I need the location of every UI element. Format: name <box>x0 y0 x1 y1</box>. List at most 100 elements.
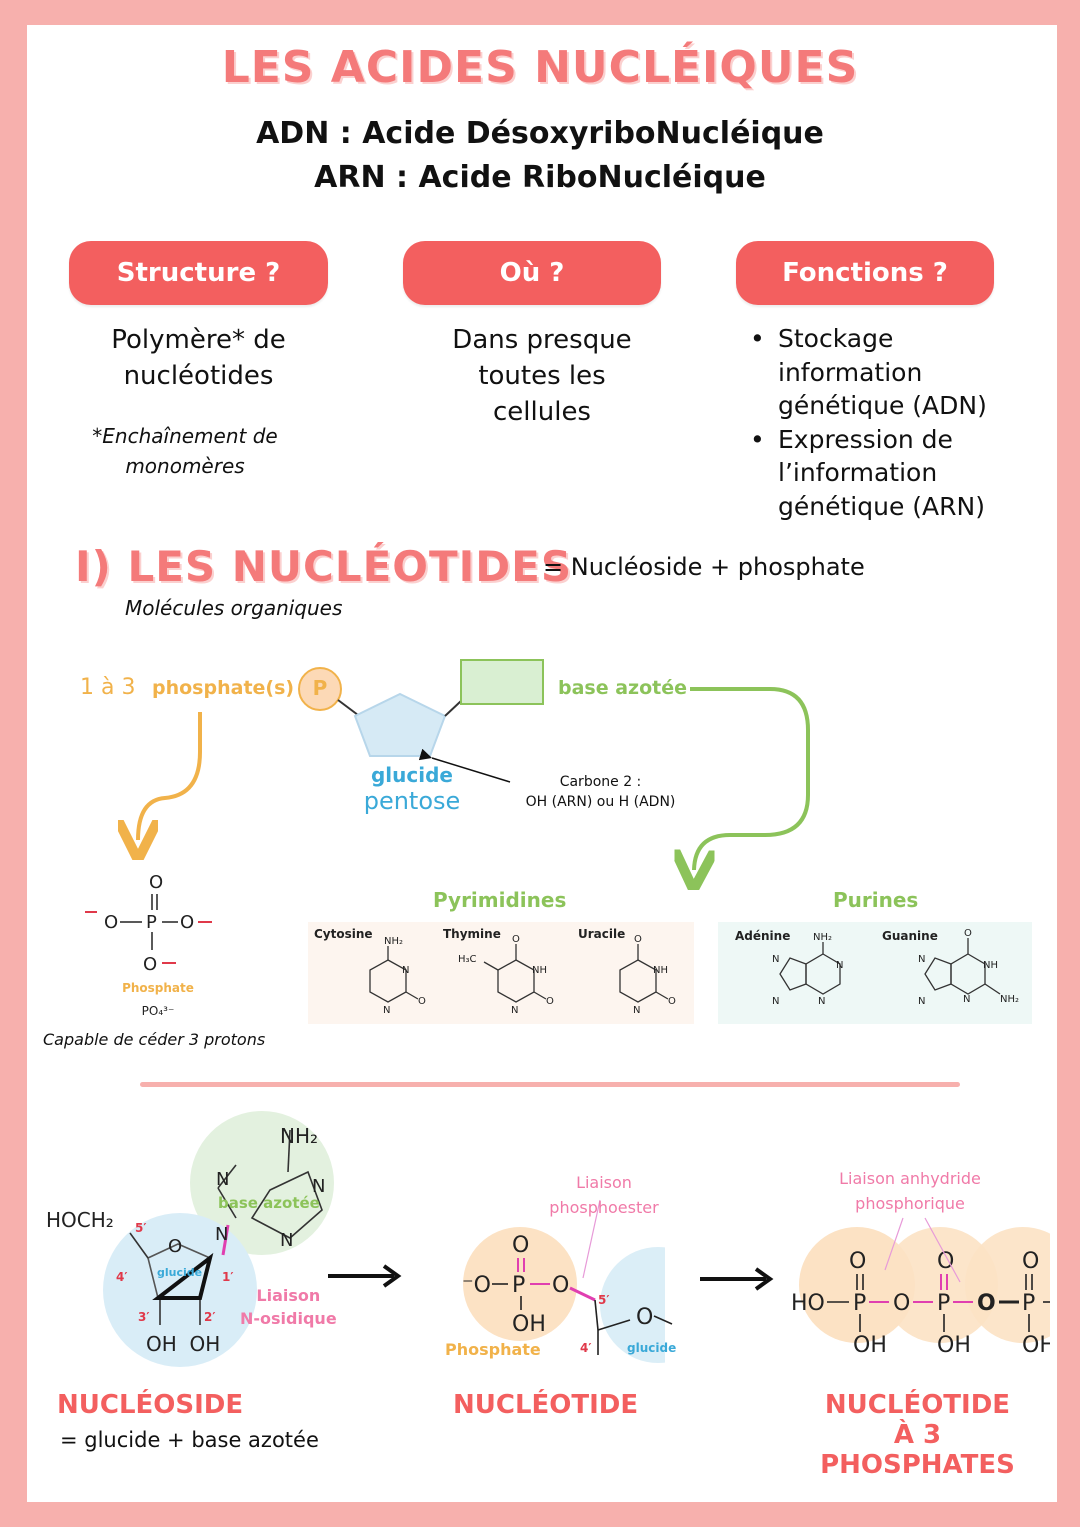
structure-note-line: monomères <box>125 454 245 478</box>
fonction-item: Expression de l’information génétique (A… <box>750 423 1010 524</box>
triphosphate-title: NUCLÉOTIDE À 3 PHOSPHATES <box>800 1390 1035 1480</box>
svg-text:O: O <box>937 1249 954 1274</box>
svg-text:N: N <box>312 1176 325 1197</box>
structure-note: *Enchaînement de monomères <box>60 421 310 481</box>
section-equation: = Nucléoside + phosphate <box>543 553 865 581</box>
carbone-line: OH (ARN) ou H (ADN) <box>525 794 676 810</box>
svg-text:O: O <box>849 1249 866 1274</box>
fonction-line: information <box>778 357 923 387</box>
svg-text:O: O <box>964 928 972 939</box>
structure-text-line: Polymère* de <box>111 325 286 355</box>
svg-text:N: N <box>383 1005 390 1016</box>
svg-text:NH₂: NH₂ <box>384 936 403 947</box>
svg-text:P: P <box>512 1273 525 1298</box>
phosphoester-label: Liaison phosphoester <box>540 1170 668 1220</box>
triphosphate-diagram: O O O HO P O P O P OH OH OH <box>791 1217 1050 1358</box>
n-osidique-line: Liaison <box>256 1286 321 1305</box>
svg-text:N: N <box>216 1169 229 1190</box>
structure-note-line: *Enchaînement de <box>92 424 278 448</box>
pentose-label: pentose <box>363 787 461 815</box>
phosphate-mol-label: Phosphate <box>122 981 194 995</box>
svg-text:O: O <box>636 1305 653 1330</box>
nucleotide-title: NUCLÉOTIDE <box>453 1390 639 1420</box>
svg-text:NH: NH <box>653 965 668 976</box>
nucleoside-glucide-label: glucide <box>157 1266 203 1279</box>
svg-text:O: O <box>552 1273 569 1298</box>
svg-text:P: P <box>853 1291 866 1316</box>
bond-line <box>337 699 359 716</box>
main-title: LES ACIDES NUCLÉIQUES <box>221 42 859 93</box>
phosphate-circle <box>298 667 342 711</box>
svg-text:O: O <box>149 872 163 893</box>
fonction-line: Stockage <box>778 324 894 353</box>
phosphate-note: Capable de céder 3 protons <box>43 1030 266 1049</box>
anhydride-label: Liaison anhydride phosphorique <box>830 1166 990 1216</box>
svg-text:4′: 4′ <box>580 1341 592 1355</box>
ou-text-line: Dans presque <box>452 325 632 355</box>
svg-text:N: N <box>963 994 970 1005</box>
svg-text:NH₂: NH₂ <box>813 932 832 943</box>
base-name-guanine: Guanine <box>882 929 938 943</box>
base-name-cytosine: Cytosine <box>314 927 373 941</box>
svg-text:NH₂: NH₂ <box>1000 994 1019 1005</box>
svg-text:OH: OH <box>1022 1333 1050 1358</box>
svg-text:OH: OH <box>937 1333 971 1358</box>
arrow-to-nucleotide3 <box>700 1267 774 1291</box>
svg-text:N: N <box>836 960 843 971</box>
pyrimidines-title: Pyrimidines <box>433 888 567 912</box>
base-rect <box>460 659 544 705</box>
triphosphate-title-line: NUCLÉOTIDE <box>824 1390 1011 1420</box>
svg-text:N: N <box>511 1005 518 1016</box>
svg-text:HO: HO <box>791 1291 825 1316</box>
nucleotide-diagram: O ⁻O P O OH O 5′ 4′ <box>462 1199 680 1370</box>
glucide-blob <box>600 1247 680 1363</box>
p-symbol: P <box>312 676 328 700</box>
arn-definition: ARN : Acide RiboNucléique <box>314 160 766 195</box>
anhydride-line: Liaison anhydride <box>839 1169 981 1188</box>
fonction-line: l’information <box>778 458 938 487</box>
svg-text:O: O <box>512 934 520 945</box>
fonctions-pill: Fonctions ? <box>736 241 994 305</box>
structure-text-line: nucléotides <box>123 361 274 391</box>
carbone-note: Carbone 2 : OH (ARN) ou H (ADN) <box>508 772 693 812</box>
fonction-line: génétique (ADN) <box>778 391 987 420</box>
svg-text:N: N <box>402 965 409 976</box>
svg-text:NH: NH <box>532 965 547 976</box>
svg-text:O: O <box>668 996 676 1007</box>
svg-text:O: O <box>512 1233 529 1258</box>
svg-text:O: O <box>104 912 118 933</box>
svg-text:N: N <box>280 1230 293 1251</box>
svg-text:O: O <box>143 954 157 975</box>
phosphoester-line: Liaison <box>576 1173 632 1192</box>
bond-line <box>444 700 462 717</box>
svg-text:N: N <box>918 996 925 1007</box>
hoch2-label: HOCH₂ <box>46 1208 114 1232</box>
svg-text:1′: 1′ <box>222 1270 234 1284</box>
svg-text:O: O <box>1022 1249 1039 1274</box>
green-arrow <box>690 687 810 870</box>
section-subtitle: Molécules organiques <box>125 596 343 620</box>
nucleoside-caption: = glucide + base azotée <box>60 1428 319 1452</box>
base-name-thymine: Thymine <box>443 927 501 941</box>
ou-pill: Où ? <box>403 241 661 305</box>
phosphate-blob-3 <box>965 1227 1050 1343</box>
pyrimidines-panel <box>308 922 694 1024</box>
svg-text:⁻O: ⁻O <box>462 1273 491 1298</box>
base-blob <box>190 1111 334 1255</box>
glucide-blob <box>103 1213 257 1367</box>
svg-text:P: P <box>937 1291 950 1316</box>
svg-text:OH: OH <box>512 1312 546 1337</box>
n-osidique-label: Liaison N-osidique <box>240 1284 337 1330</box>
fonctions-list: Stockage information génétique (ADN) Exp… <box>750 322 1010 523</box>
svg-text:N: N <box>772 996 779 1007</box>
fonction-line: génétique (ARN) <box>778 491 985 521</box>
nucleoside-diagram: N N N N O 5′ 4′ 3′ 2′ 1′ <box>103 1111 334 1367</box>
adn-definition: ADN : Acide DésoxyriboNucléique <box>256 116 824 151</box>
bases-structures: NH₂ N N O O H₃C NH N O O NH N O <box>369 928 1019 1016</box>
thymine-ring: O H₃C NH N O <box>458 934 554 1016</box>
triphosphate-title-line: À 3 <box>893 1420 942 1450</box>
section-title: I) LES NUCLÉOTIDES <box>75 542 573 591</box>
ou-text: Dans presque toutes les cellules <box>413 322 671 430</box>
base-name-adenine: Adénine <box>735 929 791 943</box>
structure-pill: Structure ? <box>69 241 328 305</box>
